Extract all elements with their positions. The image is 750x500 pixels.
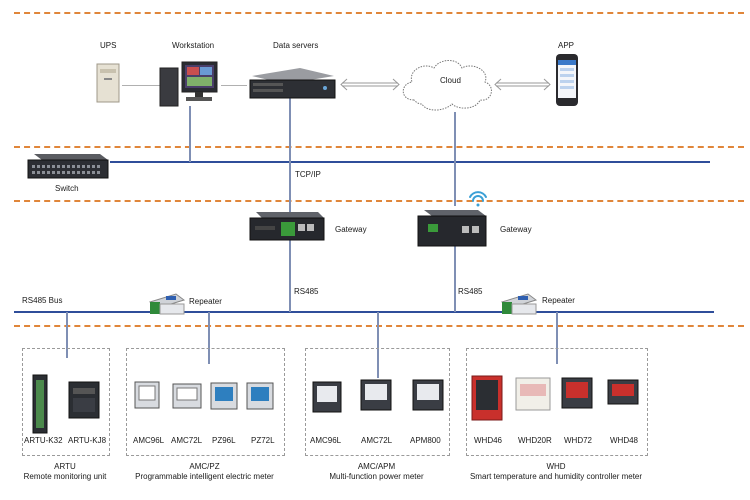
amcapm-drop: [377, 312, 379, 378]
whd-desc: Smart temperature and humidity controlle…: [469, 472, 643, 481]
amcapm-desc: Multi-function power meter: [329, 472, 424, 481]
artu-name: ARTU: [54, 462, 76, 471]
amcpz-device-4-label: PZ72L: [251, 436, 275, 445]
whd72-controller: [561, 377, 593, 409]
amcpz-name: AMC/PZ: [189, 462, 220, 471]
artu-kj8-device: [68, 381, 100, 419]
gateway-left-label: Gateway: [335, 225, 367, 234]
amcpz-device-2-label: AMC72L: [171, 436, 203, 445]
rs485-bus-line: [14, 311, 714, 313]
repeater-right-label: Repeater: [542, 296, 575, 305]
layer-separator-field: [14, 325, 744, 327]
amcapm-name: AMC/APM: [357, 462, 396, 471]
switch-icon: [27, 154, 109, 179]
app-label: APP: [558, 41, 575, 50]
whd48-controller: [607, 379, 639, 405]
ups-label: UPS: [100, 41, 117, 50]
whd46-controller: [471, 375, 503, 421]
cloud-label: Cloud: [440, 76, 461, 85]
amc96l-meter-1: [134, 381, 160, 409]
rs485-left-label: RS485: [294, 287, 319, 296]
whd-device-4-label: WHD48: [610, 436, 639, 445]
workstation-label: Workstation: [172, 41, 215, 50]
apm800-meter: [412, 379, 444, 411]
wifi-icon: [469, 191, 487, 207]
tcpip-label: TCP/IP: [295, 170, 321, 179]
gateway-left-connector: [289, 240, 291, 312]
data-servers-label: Data servers: [273, 41, 319, 50]
gateway-left-icon: [249, 212, 325, 241]
ethernet-bus-line: [110, 161, 710, 163]
amcapm-device-1-label: AMC96L: [310, 436, 342, 445]
layer-separator-top: [14, 12, 744, 14]
pz72l-meter: [246, 382, 274, 410]
cloud-gateway-connector: [454, 112, 456, 206]
rs485-bus-label: RS485 Bus: [22, 296, 63, 305]
switch-label: Switch: [55, 184, 79, 193]
artu-kj8-label: ARTU-KJ8: [68, 436, 107, 445]
whd-device-3-label: WHD72: [564, 436, 593, 445]
amcpz-desc: Programmable intelligent electric meter: [135, 472, 274, 481]
amcapm-device-2-label: AMC72L: [361, 436, 393, 445]
amcapm-device-3-label: APM800: [410, 436, 441, 445]
amcpz-group-box: [126, 348, 285, 456]
layer-separator-communication: [14, 200, 744, 202]
repeater-left-icon: [148, 293, 186, 315]
amcapm-group-box: [305, 348, 450, 456]
app-phone-icon: [556, 54, 578, 106]
whd-device-2-label: WHD20R: [518, 436, 552, 445]
cloud-app-arrow: [494, 78, 551, 91]
repeater-left-label: Repeater: [189, 297, 222, 306]
whd-drop: [556, 312, 558, 364]
ups-workstation-link: [122, 85, 160, 86]
amcpz-device-1-label: AMC96L: [133, 436, 165, 445]
whd-name: WHD: [546, 462, 566, 471]
amc96l-meter-2: [312, 381, 342, 413]
amc72l-meter-1: [172, 383, 202, 409]
amcpz-device-3-label: PZ96L: [212, 436, 236, 445]
gateway-right-label: Gateway: [500, 225, 532, 234]
cloud-icon: [402, 60, 492, 111]
workstation-icon: [159, 61, 218, 107]
gateway-right-icon: [417, 210, 487, 247]
workstation-server-link: [221, 85, 247, 86]
artu-k32-label: ARTU-K32: [24, 436, 63, 445]
pz96l-meter: [210, 382, 238, 410]
server-connector: [289, 98, 291, 212]
whd-device-1-label: WHD46: [474, 436, 503, 445]
artu-group-box: [22, 348, 110, 456]
amc72l-meter-2: [360, 379, 392, 411]
repeater-right-icon: [500, 293, 538, 315]
ups-icon: [96, 63, 120, 103]
rs485-right-label: RS485: [458, 287, 483, 296]
workstation-connector: [189, 106, 191, 162]
data-server-icon: [249, 68, 336, 99]
artu-drop: [66, 312, 68, 358]
server-cloud-arrow: [340, 78, 400, 91]
gateway-right-connector: [454, 246, 456, 312]
artu-k32-device: [32, 374, 48, 434]
whd20r-controller: [515, 377, 551, 411]
whd-group-box: [466, 348, 648, 456]
amcpz-drop: [208, 312, 210, 364]
artu-desc: Remote monitoring unit: [23, 472, 107, 481]
layer-separator-management: [14, 146, 744, 148]
